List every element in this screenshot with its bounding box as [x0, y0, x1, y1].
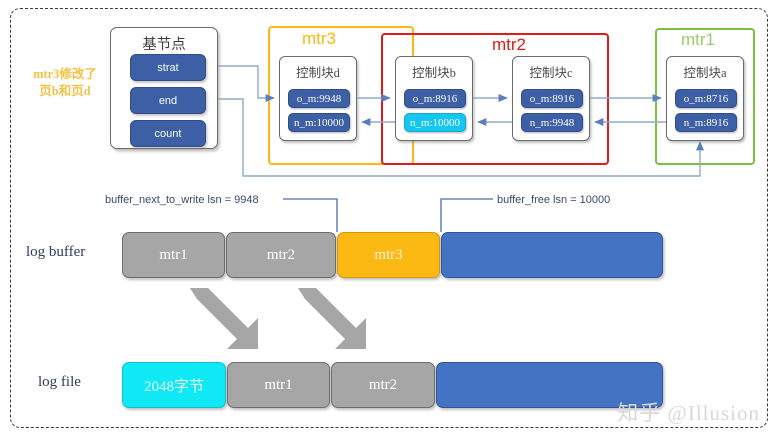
- control-block-c-o-m: o_m:8916: [521, 89, 583, 108]
- control-block-d-o-m: o_m:9948: [288, 89, 350, 108]
- log-file-segment-mtr2: mtr2: [331, 362, 435, 408]
- log-buffer-segment-mtr3: mtr3: [337, 232, 440, 278]
- base-node-box: 基节点 strat end count: [110, 27, 218, 149]
- annotation-note-line1: mtr3修改了: [33, 67, 97, 81]
- control-block-d-title: 控制块d: [296, 66, 340, 80]
- annotation-note-line2: 页b和页d: [39, 84, 91, 98]
- log-file-segment-free: [436, 362, 663, 408]
- control-block-b-o-m: o_m:8916: [404, 89, 466, 108]
- control-block-a: 控制块a o_m:8716 n_m:8916: [666, 56, 744, 141]
- group-label-mtr2: mtr2: [492, 35, 526, 54]
- log-file-segment-header: 2048字节: [122, 362, 226, 408]
- control-block-c: 控制块c o_m:8916 n_m:9948: [512, 56, 590, 141]
- control-block-c-n-m: n_m:9948: [521, 113, 583, 132]
- control-block-d-n-m: n_m:10000: [288, 113, 350, 132]
- group-label-mtr3: mtr3: [302, 29, 336, 48]
- watermark: 知乎 @Illusion: [617, 401, 760, 425]
- base-node-field-count: count: [130, 120, 206, 147]
- annotation-note: mtr3修改了 页b和页d: [20, 66, 110, 100]
- control-block-b-title: 控制块b: [412, 66, 456, 80]
- diagram-outer-frame: [10, 8, 768, 428]
- control-block-b: 控制块b o_m:8916 n_m:10000: [395, 56, 473, 141]
- control-block-a-n-m: n_m:8916: [675, 113, 737, 132]
- log-buffer-segment-free: [441, 232, 663, 278]
- log-buffer-row-label: log buffer: [26, 244, 86, 260]
- control-block-a-title: 控制块a: [683, 66, 727, 80]
- control-block-a-o-m: o_m:8716: [675, 89, 737, 108]
- log-buffer-segment-mtr2: mtr2: [226, 232, 336, 278]
- log-file-segment-mtr1: mtr1: [227, 362, 330, 408]
- base-node-field-strat: strat: [130, 54, 206, 81]
- base-node-field-end: end: [130, 87, 206, 114]
- log-buffer-segment-mtr1: mtr1: [122, 232, 225, 278]
- pointer-label-buffer-free: buffer_free lsn = 10000: [497, 194, 611, 206]
- base-node-title: 基节点: [142, 37, 186, 53]
- pointer-label-buffer-next-to-write: buffer_next_to_write lsn = 9948: [105, 194, 259, 206]
- control-block-b-n-m: n_m:10000: [404, 113, 466, 132]
- group-label-mtr1: mtr1: [681, 30, 715, 49]
- control-block-d: 控制块d o_m:9948 n_m:10000: [279, 56, 357, 141]
- log-file-row-label: log file: [38, 374, 81, 390]
- control-block-c-title: 控制块c: [529, 66, 573, 80]
